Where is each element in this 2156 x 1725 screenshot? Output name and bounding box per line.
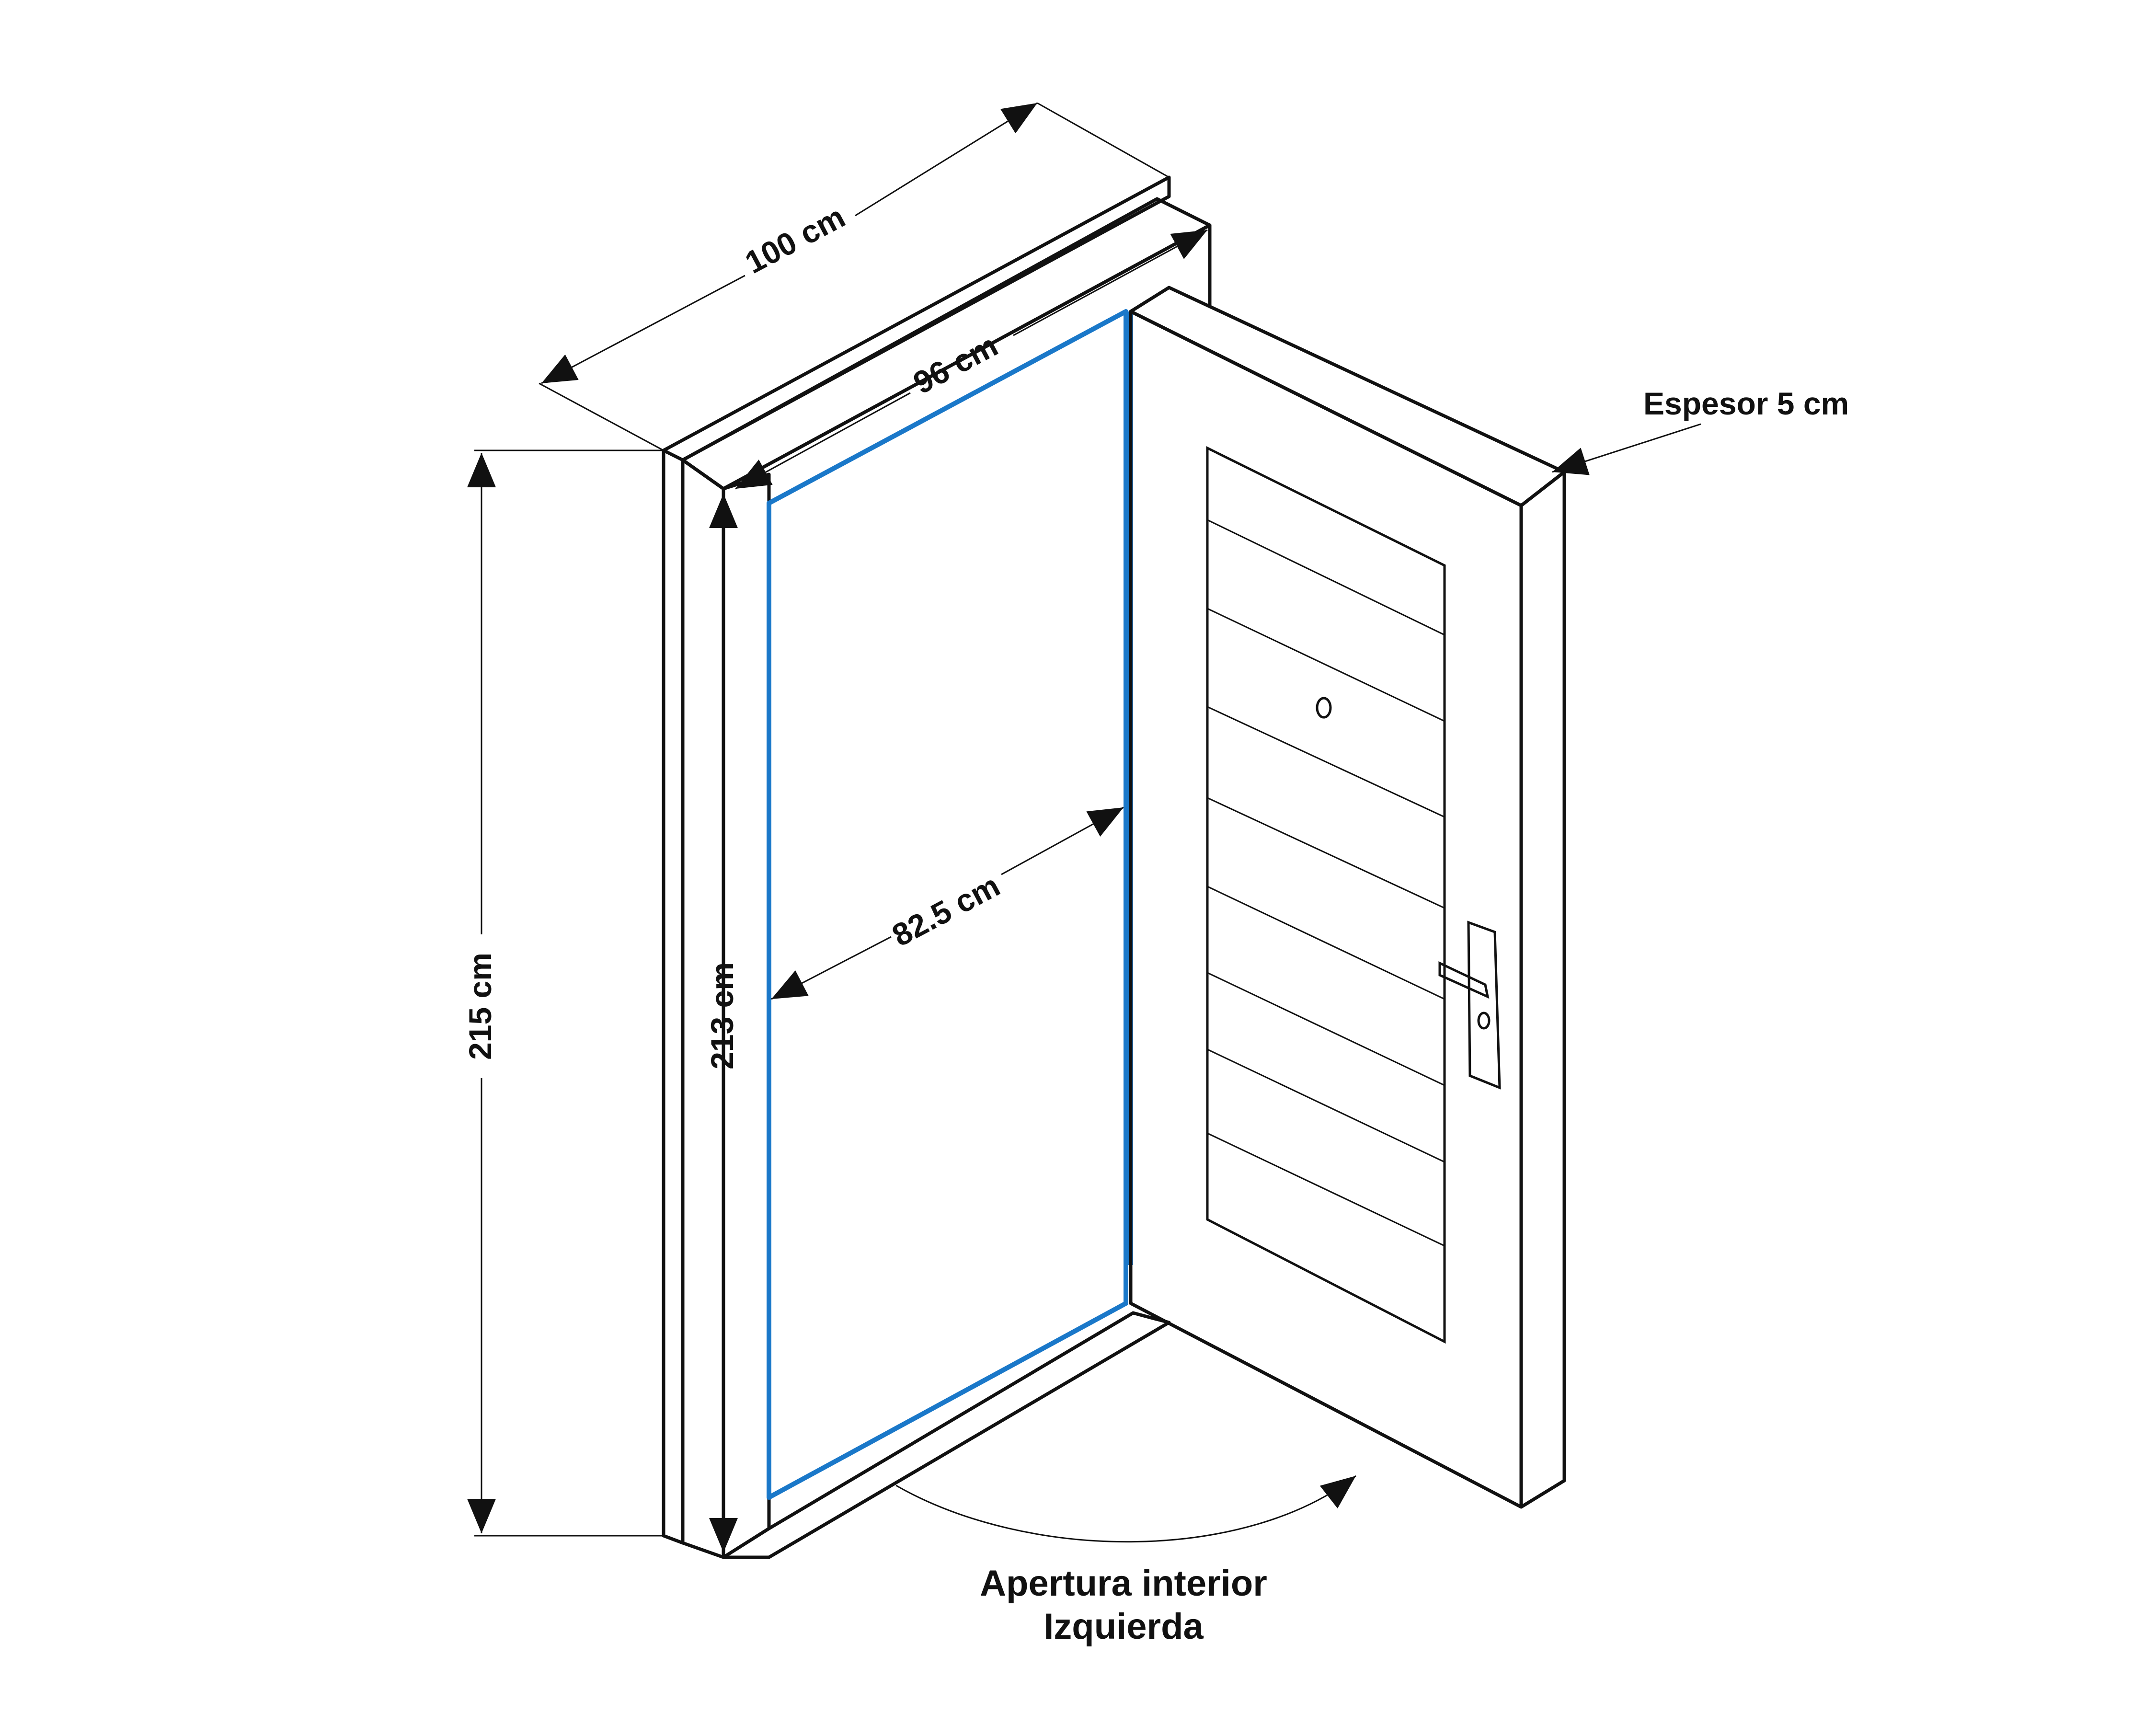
dim-label-100: 100 cm: [739, 198, 850, 280]
dim-label-thickness: Espesor 5 cm: [1643, 386, 1849, 421]
dim-label-213: 213 cm: [704, 962, 740, 1070]
caption-line-2: Izquierda: [1044, 1606, 1204, 1647]
dimension-215cm: 215 cm: [462, 453, 498, 1533]
opening-caption: Apertura interior Izquierda: [980, 1563, 1267, 1647]
dim-label-96: 96 cm: [907, 327, 1003, 401]
door-handle-icon: [1438, 920, 1501, 1090]
dim-label-82-5: 82.5 cm: [886, 867, 1006, 953]
panel-grooves: [1207, 519, 1445, 1247]
door-leaf: [1129, 286, 1566, 1509]
dim-label-215: 215 cm: [462, 953, 498, 1060]
dimension-82-5cm: 82.5 cm: [771, 806, 1124, 1000]
dimension-213cm: 213 cm: [704, 494, 740, 1552]
caption-line-1: Apertura interior: [980, 1563, 1267, 1604]
opening-outline: [767, 309, 1128, 1500]
dimension-thickness: Espesor 5 cm: [1552, 386, 1849, 475]
dimension-96cm: 96 cm: [735, 229, 1208, 490]
opening-direction-arrow: [895, 1475, 1356, 1543]
peephole-icon: [1316, 697, 1332, 719]
